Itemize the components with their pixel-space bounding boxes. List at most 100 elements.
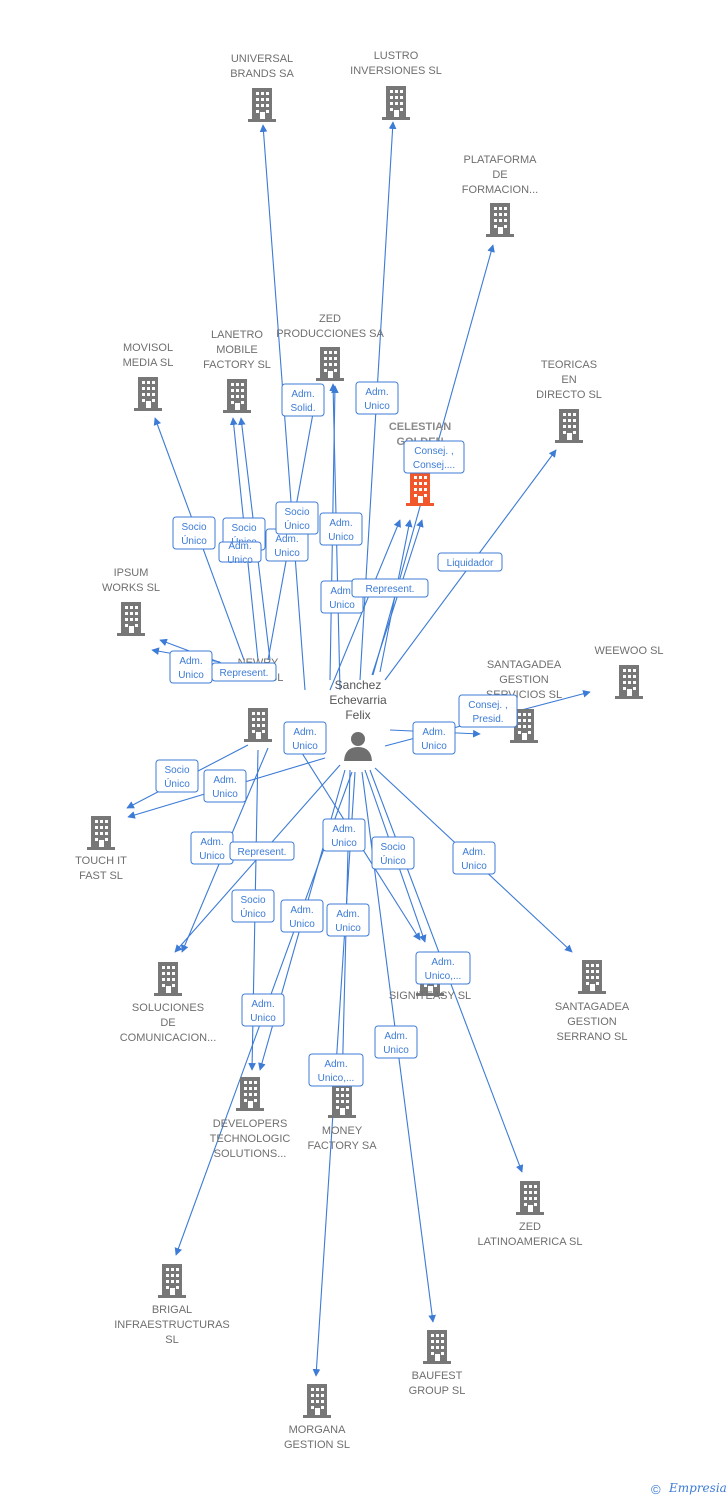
company-label: GESTION: [499, 674, 549, 686]
role-box: [374, 1025, 418, 1059]
company-label: TOUCH IT: [75, 855, 127, 867]
role-label[interactable]: Adm. Unico: [203, 769, 247, 803]
role-label[interactable]: Adm. Unico,...: [415, 951, 471, 985]
company-label: MONEY: [322, 1125, 363, 1137]
role-text: Unico: [364, 401, 390, 412]
role-text: Unico: [328, 532, 354, 543]
role-label[interactable]: Adm.Unico: [169, 650, 213, 684]
role-text: Unico: [250, 1013, 276, 1024]
company-zed_latino[interactable]: ZED LATINOAMERICA SL: [478, 1181, 583, 1248]
role-label[interactable]: Adm.Solid.: [281, 383, 325, 417]
company-label: SIGNITEASY SL: [389, 990, 471, 1002]
role-box: [412, 721, 456, 755]
role-label[interactable]: Adm.Unico: [218, 541, 262, 566]
role-text: Adm.: [330, 586, 353, 597]
role-text: Adm.: [228, 541, 251, 552]
company-label: EN: [561, 374, 576, 386]
company-label: MORGANA: [289, 1424, 347, 1436]
role-label[interactable]: Adm.Unico: [374, 1025, 418, 1059]
company-label: ZED: [519, 1221, 541, 1233]
role-label[interactable]: Adm.Unico: [412, 721, 456, 755]
company-label: DIRECTO SL: [536, 389, 602, 401]
company-weewoo[interactable]: WEEWOO SL: [594, 645, 664, 699]
company-label: GESTION SL: [284, 1439, 350, 1451]
company-developers[interactable]: DEVELOPERSTECHNOLOGICSOLUTIONS...: [210, 1077, 291, 1160]
role-text: Único: [284, 519, 310, 532]
role-label[interactable]: Adm.Unico: [319, 512, 363, 546]
company-signiteasy[interactable]: SIGNITEASY SL: [389, 962, 471, 1002]
role-box: [452, 841, 496, 875]
role-label[interactable]: Adm.Unico,...: [308, 1053, 364, 1087]
company-label: INFRAESTRUCTURAS: [114, 1319, 230, 1331]
role-label[interactable]: Consej. ,Presid.: [458, 694, 518, 728]
company-label: MOBILE: [216, 344, 258, 356]
company-label: BAUFEST: [412, 1370, 463, 1382]
company-soluciones[interactable]: SOLUCIONESDECOMUNICACION...: [120, 962, 217, 1044]
brand-logo: Empresia: [668, 1481, 727, 1495]
company-morgana[interactable]: MORGANA GESTION SL: [284, 1384, 350, 1451]
role-box: [211, 662, 277, 682]
role-box: [322, 818, 366, 852]
role-label[interactable]: Adm.Unico: [283, 721, 327, 755]
edge-12: [329, 519, 401, 691]
footer-brand[interactable]: © Empresia: [651, 1481, 727, 1497]
role-text: Unico,...: [318, 1073, 355, 1084]
company-label: FACTORY SL: [203, 359, 271, 371]
building-icon: [328, 1084, 356, 1118]
role-label[interactable]: Represent.: [211, 662, 277, 682]
role-box: [155, 759, 199, 793]
role-text: Unico: [335, 923, 361, 934]
building-icon: [615, 665, 643, 699]
company-label: FACTORY SA: [307, 1140, 377, 1152]
role-box: [280, 899, 324, 933]
role-text: Unico,...: [425, 971, 462, 982]
role-text: Socio: [240, 895, 265, 906]
role-label[interactable]: Consej. ,Consej....: [403, 440, 465, 474]
role-label[interactable]: Adm.Unico: [355, 381, 399, 415]
role-text: Unico: [212, 789, 238, 800]
role-text: Adm.: [431, 957, 454, 968]
company-plataforma[interactable]: PLATAFORMADEFORMACION...: [462, 154, 538, 237]
role-label[interactable]: Liquidador: [437, 552, 503, 572]
role-label[interactable]: Adm.Unico: [322, 818, 366, 852]
role-text: Liquidador: [447, 558, 494, 569]
company-label: LATINOAMERICA SL: [478, 1236, 583, 1248]
role-label[interactable]: Adm. Unico: [241, 993, 285, 1027]
company-label: GESTION: [567, 1016, 617, 1028]
role-label[interactable]: Adm.Unico: [452, 841, 496, 875]
copyright-symbol: ©: [651, 1482, 661, 1497]
building-icon: [87, 816, 115, 850]
role-label[interactable]: Adm.Unico: [326, 903, 370, 937]
role-text: Adm.: [251, 999, 274, 1010]
role-label[interactable]: Adm.Unico: [265, 528, 309, 562]
company-money[interactable]: MONEY FACTORY SA: [307, 1084, 377, 1152]
role-label[interactable]: Represent.: [229, 841, 295, 861]
role-label[interactable]: Represent.: [351, 578, 429, 598]
role-label[interactable]: Adm.Unico: [280, 899, 324, 933]
role-text: Unico: [383, 1045, 409, 1056]
role-box: [351, 578, 429, 598]
role-text: Socio: [380, 842, 405, 853]
company-label: PRODUCCIONES SA: [276, 328, 384, 340]
company-label: DE: [160, 1017, 175, 1029]
role-label[interactable]: Adm.Unico: [190, 831, 234, 865]
role-text: Adm.: [213, 775, 236, 786]
